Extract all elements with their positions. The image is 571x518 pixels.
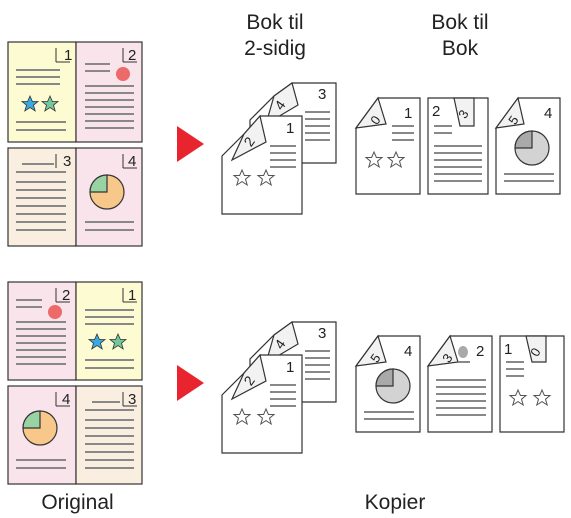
svg-text:1: 1 <box>286 120 294 137</box>
svg-text:1: 1 <box>286 359 294 376</box>
svg-text:4: 4 <box>544 105 552 122</box>
svg-text:3: 3 <box>318 325 326 342</box>
red-dot <box>48 305 62 319</box>
footer-copies-label: Kopier <box>364 491 426 514</box>
header-book-to-book: Bok til Bok <box>431 11 489 60</box>
duplex-copy-stack-top: 3 4 1 2 <box>221 82 337 215</box>
page-number: 1 <box>64 47 72 64</box>
page-number: 3 <box>128 391 136 408</box>
original-spread-1-bottom: 2 1 <box>7 281 143 381</box>
duplex-copy-stack-bottom: 3 4 1 2 <box>221 321 337 454</box>
original-spread-1-top: 1 2 <box>7 41 143 143</box>
red-dot <box>116 67 130 81</box>
book-copy-bottom: 4 5 2 3 1 0 <box>354 334 565 433</box>
page-number: 1 <box>128 287 136 304</box>
page-number: 2 <box>62 287 70 304</box>
svg-text:2: 2 <box>476 343 484 360</box>
original-spread-2-top: 3 4 <box>7 147 143 247</box>
arrow-right-icon <box>177 365 204 401</box>
pie-chart-icon <box>89 174 125 210</box>
svg-text:4: 4 <box>404 343 412 360</box>
pie-chart-icon <box>22 410 58 446</box>
arrow-right-icon <box>177 126 204 162</box>
svg-text:3: 3 <box>318 86 326 103</box>
svg-text:2: 2 <box>432 103 440 120</box>
page-number: 4 <box>128 153 136 170</box>
header-book-to-duplex: Bok til 2-sidig <box>244 11 306 60</box>
page-number: 4 <box>62 391 70 408</box>
svg-text:1: 1 <box>404 105 412 122</box>
footer-original-label: Original <box>41 491 114 514</box>
page-number: 3 <box>63 153 71 170</box>
svg-text:1: 1 <box>504 341 512 358</box>
page-number: 2 <box>128 47 136 64</box>
book-copy-top: 1 0 2 3 4 5 <box>354 96 561 195</box>
original-spread-2-bottom: 4 3 <box>7 385 143 485</box>
